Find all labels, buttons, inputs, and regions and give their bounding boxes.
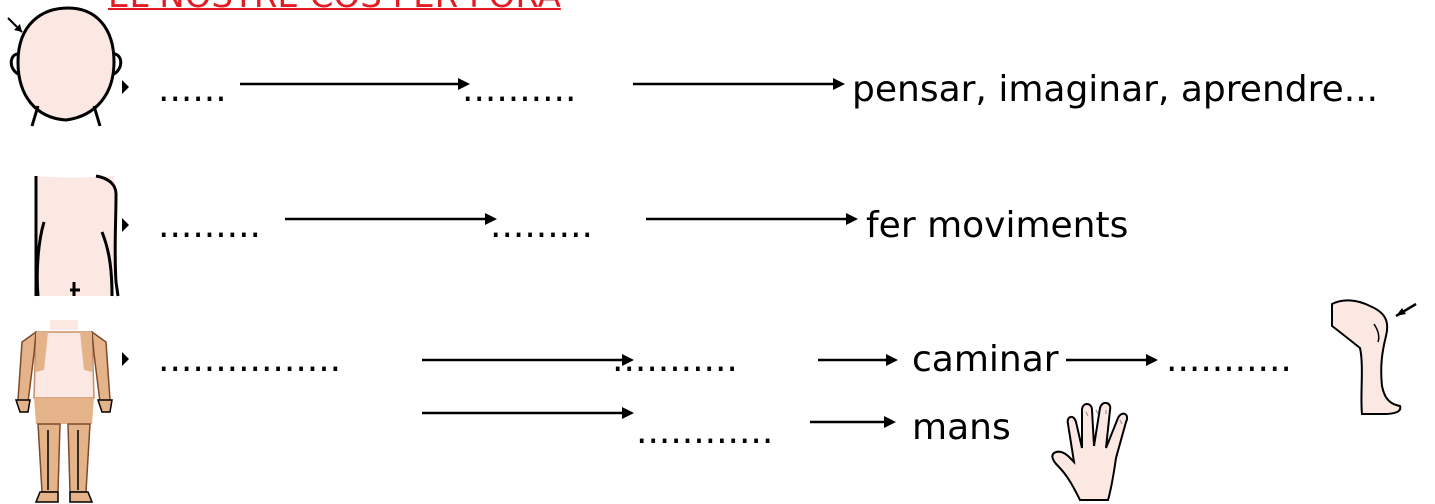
bullet xyxy=(122,80,129,94)
row1-head-blank: ...... xyxy=(158,69,227,110)
row2-end-text: fer moviments xyxy=(866,205,1129,246)
row2-head-blank: ......... xyxy=(158,205,261,246)
row1-arrow-2 xyxy=(633,78,845,90)
row4-end-text: mans xyxy=(912,407,1011,448)
bullet xyxy=(122,352,129,366)
hand-icon xyxy=(1051,402,1128,501)
row2-arrow-2 xyxy=(646,213,858,225)
row3-arrow-3 xyxy=(1066,354,1158,366)
row2-middle-blank: ......... xyxy=(490,205,593,246)
bullet xyxy=(122,218,129,232)
row2-arrow-1 xyxy=(285,213,497,225)
row4-arrow-2 xyxy=(810,416,896,428)
row3-extra-blank: ........... xyxy=(1166,339,1292,380)
row1-arrow-1 xyxy=(240,78,470,90)
head-icon xyxy=(7,6,123,127)
leg-icon xyxy=(1331,299,1417,415)
page-title: EL NOSTRE COS PER FORA xyxy=(108,0,561,16)
row3-middle-blank: ........... xyxy=(612,339,738,380)
row4-middle-blank: ............ xyxy=(636,411,774,452)
row3-head-blank: ................ xyxy=(158,339,342,380)
body-icon xyxy=(14,320,113,503)
row1-middle-blank: .......... xyxy=(462,69,577,110)
row4-arrow-1 xyxy=(422,407,634,419)
row3-arrow-2 xyxy=(818,354,898,366)
row3-end-text: caminar xyxy=(912,339,1059,380)
row1-end-text: pensar, imaginar, aprendre... xyxy=(852,69,1379,110)
row3-arrow-1 xyxy=(422,354,634,366)
torso-back-icon xyxy=(34,174,120,297)
